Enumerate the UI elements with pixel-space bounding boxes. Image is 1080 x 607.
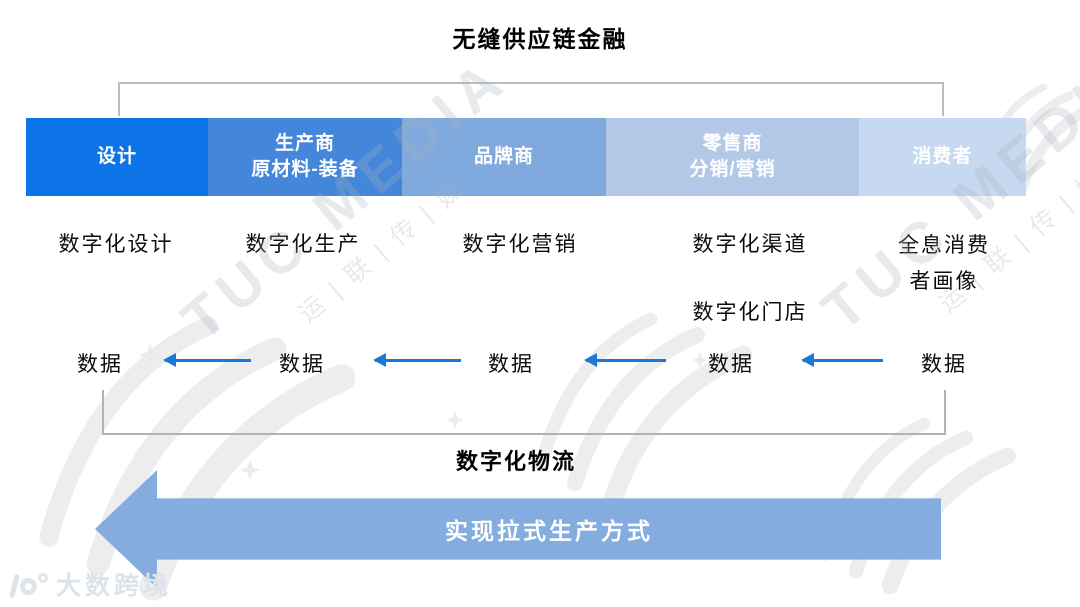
top-bracket	[118, 82, 944, 116]
data-label-4: 数据	[708, 353, 754, 376]
footer-logo-text: 大数跨境	[56, 572, 173, 600]
left-arrow-icon	[373, 353, 461, 367]
capability-digital-production: 数字化生产	[245, 233, 361, 256]
left-arrow-icon	[163, 353, 251, 367]
capability-digital-store: 数字化门店	[692, 301, 808, 324]
pull-production-arrow-label: 实现拉式生产方式	[445, 518, 653, 544]
stage-retailer: 零售商 分销/营销	[606, 118, 859, 196]
stage-label-line2: 分销/营销	[689, 159, 776, 180]
stage-label: 生产商	[274, 133, 335, 154]
stage-label: 品牌商	[473, 146, 534, 167]
data-label-3: 数据	[488, 353, 534, 376]
data-label-5: 数据	[921, 353, 967, 376]
stage-label: 设计	[96, 146, 137, 167]
capability-holographic-consumer-profile: 全息消费 者画像	[858, 228, 1030, 300]
stage-brand: 品牌商	[402, 118, 606, 196]
logo-ring	[20, 577, 37, 595]
left-arrow-icon	[584, 353, 666, 367]
stage-label-line2: 原材料-装备	[251, 159, 359, 180]
capability-line1: 全息消费	[898, 234, 990, 257]
capability-digital-marketing: 数字化营销	[462, 233, 578, 256]
footer-logo: 大数跨境	[9, 566, 173, 602]
bottom-bracket	[102, 390, 946, 435]
logo-superscript-ring	[38, 572, 48, 583]
data-label-2: 数据	[279, 353, 325, 376]
stage-design: 设计	[26, 118, 208, 196]
data-label-1: 数据	[77, 353, 123, 376]
stage-label: 消费者	[912, 146, 973, 167]
dashu-logo-icon	[9, 571, 48, 598]
left-arrow-icon	[801, 353, 883, 367]
capability-line2: 者画像	[909, 270, 979, 293]
stage-label: 零售商	[702, 133, 763, 154]
diagram-title: 无缝供应链金融	[452, 26, 628, 52]
capability-digital-channel: 数字化渠道	[692, 233, 808, 256]
stage-manufacturer: 生产商 原材料-装备	[208, 118, 402, 196]
chain-stage-row: 设计 生产商 原材料-装备 品牌商 零售商 分销/营销 消费者	[26, 118, 1026, 196]
capability-digital-design: 数字化设计	[58, 233, 174, 256]
digital-logistics-label: 数字化物流	[455, 449, 576, 474]
stage-consumer: 消费者	[859, 118, 1026, 196]
